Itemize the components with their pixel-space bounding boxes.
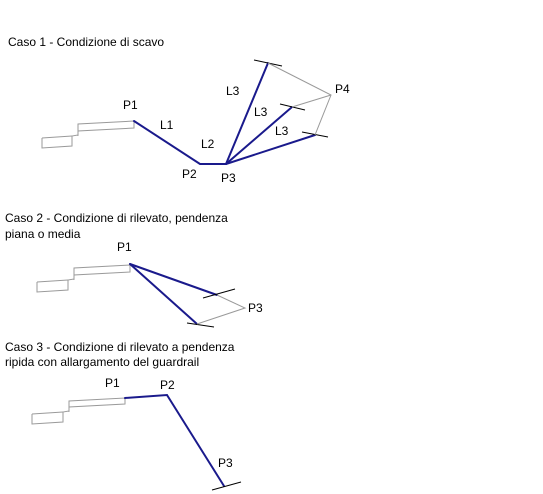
case1-label-p3: P3 [221, 171, 236, 185]
case2-road-edge [36, 279, 69, 283]
case2-caption-line2: piana o media [5, 227, 81, 241]
case3-road-edge [31, 411, 64, 415]
case3-label-p1: P1 [105, 376, 120, 390]
case1-label-l1: L1 [160, 118, 174, 132]
case1-line-l3-mid [225, 106, 293, 165]
case1-line-l3-steep [225, 62, 269, 165]
case1-guide-p4-mid [291, 94, 332, 108]
case3-group: Caso 3 - Condizione di rilevato a penden… [5, 340, 242, 491]
case1-caption: Caso 1 - Condizione di scavo [8, 35, 164, 49]
case2-label-p3: P3 [248, 301, 263, 315]
case2-guide-p3 [196, 294, 247, 325]
case3-label-p3: P3 [218, 456, 233, 470]
case1-label-l3-a: L3 [226, 84, 240, 98]
case1-label-p1: P1 [123, 98, 138, 112]
case2-label-p1: P1 [117, 240, 132, 254]
case1-label-p4: P4 [335, 82, 350, 96]
case3-label-p2: P2 [160, 378, 175, 392]
case1-label-p2: P2 [182, 167, 197, 181]
case1-line-l1-l2 [133, 120, 227, 165]
case2-tick-upper [202, 288, 236, 299]
case1-label-l3-c: L3 [275, 124, 289, 138]
case1-label-l3-b: L3 [254, 105, 268, 119]
case2-line-lower [129, 263, 198, 325]
case2-caption-line1: Caso 2 - Condizione di rilevato, pendenz… [5, 211, 228, 225]
case2-group: Caso 2 - Condizione di rilevato, pendenz… [5, 211, 263, 328]
case1-group: Caso 1 - Condizione di scavo P1 L1 L2 P2… [8, 35, 350, 185]
case3-line [124, 393, 225, 487]
case3-caption-line2: ripida con allargamento del guardrail [5, 355, 199, 369]
case3-road-profile [31, 397, 126, 425]
case2-road-profile [36, 264, 131, 293]
case3-caption-line1: Caso 3 - Condizione di rilevato a penden… [5, 340, 235, 354]
case1-label-l2: L2 [201, 137, 215, 151]
case3-tick [211, 481, 242, 491]
case1-road-edge [41, 135, 73, 139]
case2-tick-lower [186, 322, 215, 328]
case1-road-profile [41, 120, 135, 149]
case1-line-l3-flat [225, 134, 316, 165]
case2-line-upper [129, 263, 218, 296]
